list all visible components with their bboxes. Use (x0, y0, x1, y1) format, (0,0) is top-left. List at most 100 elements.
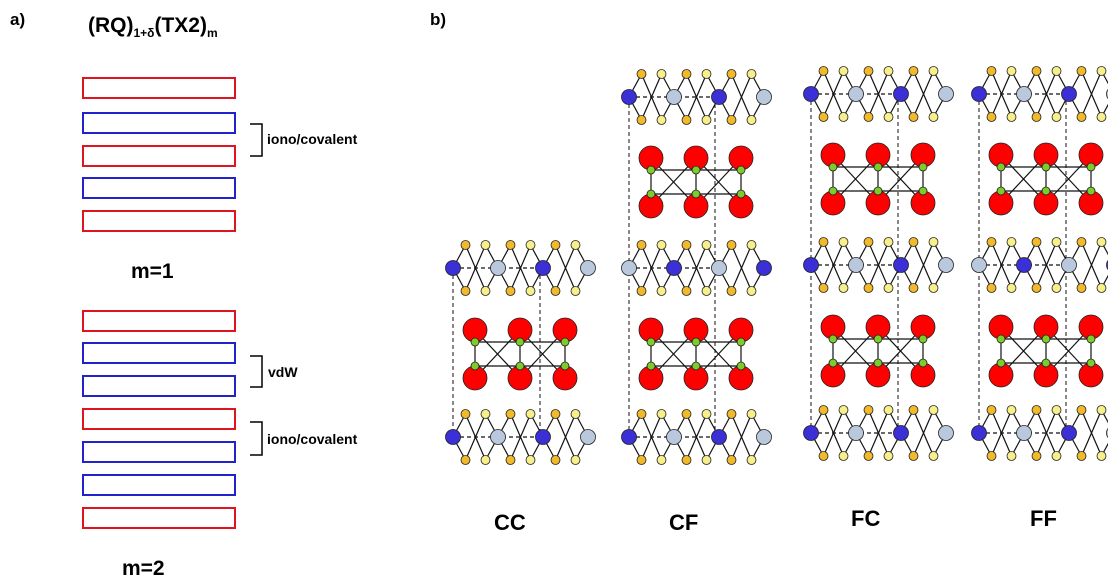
tx2-layer (82, 177, 236, 199)
q-atom (470, 361, 480, 371)
chalcogen-atom (460, 455, 471, 465)
compound-formula: (RQ)1+δ(TX2)m (88, 14, 218, 40)
chalcogen-atom (863, 451, 874, 461)
chalcogen-atom (1031, 451, 1042, 461)
transition-metal-atom-light (938, 425, 954, 441)
q-atom (828, 162, 838, 172)
m2-label: m=2 (122, 557, 165, 580)
q-atom (873, 358, 883, 368)
transition-metal-atom (1016, 257, 1032, 273)
bond (730, 73, 753, 121)
chalcogen-atom (908, 66, 919, 76)
chalcogen-atom (570, 409, 581, 419)
chalcogen-atom (636, 409, 647, 419)
chalcogen-atom (928, 237, 939, 247)
transition-metal-atom (756, 260, 772, 276)
q-atom (873, 162, 883, 172)
chalcogen-atom (681, 455, 692, 465)
chalcogen-atom (1006, 451, 1017, 461)
chalcogen-atom (838, 112, 849, 122)
q-atom (873, 186, 883, 196)
q-atom (736, 189, 746, 199)
chalcogen-atom (1076, 405, 1087, 415)
transition-metal-atom-light (848, 86, 864, 102)
transition-metal-atom-light (580, 429, 596, 445)
chalcogen-atom (863, 237, 874, 247)
transition-metal-atom (893, 425, 909, 441)
chalcogen-atom (656, 455, 667, 465)
transition-metal-atom (803, 86, 819, 102)
tx2-layer (82, 342, 236, 364)
chalcogen-atom (838, 451, 849, 461)
transition-metal-atom (971, 425, 987, 441)
chalcogen-atom (701, 115, 712, 125)
chalcogen-atom (863, 283, 874, 293)
chalcogen-atom (818, 451, 829, 461)
bond (685, 73, 708, 121)
panel-b-label: b) (430, 10, 447, 29)
transition-metal-atom (621, 429, 637, 445)
chalcogen-atom (681, 240, 692, 250)
bond (509, 413, 532, 461)
bond (912, 70, 935, 118)
chalcogen-atom (726, 69, 737, 79)
transition-metal-atom-light (666, 89, 682, 105)
chalcogen-atom (505, 286, 516, 296)
transition-metal-atom-light (490, 429, 506, 445)
q-atom (996, 162, 1006, 172)
q-atom (1041, 358, 1051, 368)
structure-label-cf: CF (669, 510, 699, 535)
chalcogen-atom (928, 66, 939, 76)
rq-layer (82, 408, 236, 430)
formula-part2: (TX2) (154, 14, 207, 37)
bond (867, 70, 890, 118)
chalcogen-atom (1096, 237, 1107, 247)
q-atom (560, 337, 570, 347)
chalcogen-atom (986, 237, 997, 247)
q-atom (1086, 358, 1096, 368)
transition-metal-atom (971, 86, 987, 102)
bond (1035, 70, 1058, 118)
chalcogen-atom (746, 115, 757, 125)
transition-metal-atom (535, 260, 551, 276)
rq-layer (82, 310, 236, 332)
tx2-layer (82, 375, 236, 397)
chalcogen-atom (1006, 283, 1017, 293)
chalcogen-atom (636, 286, 647, 296)
transition-metal-atom-light (1016, 86, 1032, 102)
chalcogen-atom (863, 66, 874, 76)
q-atom (646, 189, 656, 199)
chalcogen-atom (570, 286, 581, 296)
chalcogen-atom (838, 237, 849, 247)
bond (867, 241, 890, 289)
structure-label-fc: FC (851, 506, 881, 531)
chalcogen-atom (570, 240, 581, 250)
q-atom (646, 361, 656, 371)
rq-layer (82, 210, 236, 232)
chalcogen-atom (505, 409, 516, 419)
chalcogen-atom (928, 451, 939, 461)
chalcogen-atom (746, 409, 757, 419)
chalcogen-atom (986, 66, 997, 76)
transition-metal-atom (1061, 425, 1077, 441)
q-atom (1086, 186, 1096, 196)
transition-metal-atom-light (580, 260, 596, 276)
chalcogen-atom (928, 283, 939, 293)
q-atom (470, 337, 480, 347)
chalcogen-atom (1031, 66, 1042, 76)
chalcogen-atom (908, 451, 919, 461)
chalcogen-atom (570, 455, 581, 465)
q-atom (691, 165, 701, 175)
transition-metal-atom-light (938, 86, 954, 102)
chalcogen-atom (681, 115, 692, 125)
chalcogen-atom (908, 283, 919, 293)
chalcogen-atom (883, 66, 894, 76)
q-atom (828, 358, 838, 368)
bond (867, 409, 890, 457)
tx2-layer (82, 112, 236, 134)
chalcogen-atom (656, 69, 667, 79)
chalcogen-atom (636, 455, 647, 465)
chalcogen-atom (1006, 237, 1017, 247)
chalcogen-atom (1076, 283, 1087, 293)
chalcogen-atom (986, 451, 997, 461)
